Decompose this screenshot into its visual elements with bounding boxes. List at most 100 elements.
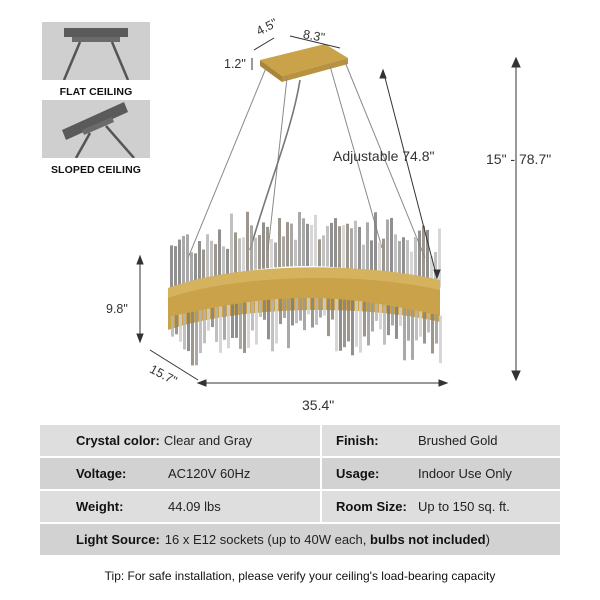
crystal-rod [219,306,222,353]
crystal-rod [390,217,393,276]
spec-row: Crystal color: Clear and Gray Finish: Br… [40,425,560,456]
light-source-end: ) [485,532,490,547]
crystal-rod [346,223,349,269]
crystal-rod [310,224,313,267]
crystal-rod [171,316,174,337]
crystal-rod [175,315,178,335]
crystal-rod [323,298,326,316]
crystal-rod [363,301,366,337]
crystal-rod [382,238,385,275]
crystal-rod [367,302,370,346]
crystal-rod [374,212,377,273]
crystal-rod [303,298,306,331]
crystal-rod [306,223,309,267]
crystal-rod [206,234,209,280]
crystal-rod [391,306,394,326]
crystal-rod [250,225,253,271]
flat-ceiling-option: FLAT CEILING [42,22,150,98]
crystal-rod [255,301,258,345]
crystal-rod [266,226,269,269]
crystal-rod [327,298,330,337]
crystal-rod [279,298,282,325]
crystal-rod [283,298,286,318]
sloped-ceiling-label: SLOPED CEILING [50,164,142,176]
crystal-rod [191,311,194,366]
crystal-rod [271,299,274,352]
crystal-rod [379,304,382,330]
crystal-rod [347,300,350,342]
crystal-rod [354,220,357,270]
crystal-rod [315,298,318,325]
crystal-rod [406,240,409,280]
crystal-rod [358,226,361,271]
crystal-rod [438,228,441,288]
crystal-rod [258,235,261,270]
crystal-rod [431,313,434,354]
crystal-rod [322,235,325,267]
crystal-rod [238,238,241,273]
body-width-label: 35.4" [302,397,335,413]
spec-label: Weight: [76,499,124,514]
spec-value: Brushed Gold [418,433,498,448]
crystal-rod [203,309,206,344]
crystal-rod [386,219,389,276]
canopy [260,44,348,76]
overall-height-label: 15" - 78.7" [486,151,552,167]
crystal-rod [230,213,233,274]
spec-label: Finish: [336,433,379,448]
crystal-rod [275,299,278,344]
crystal-rod [202,249,205,280]
chandelier-diagram: 4.5" 8.3" 1.2" Adjustable 74.8" 15" - 78… [106,16,552,413]
crystal-rod [286,222,289,267]
crystal-rod [394,234,397,277]
crystal-rod [282,236,285,267]
crystal-rod [434,251,437,287]
sloped-ceiling-option: SLOPED CEILING [42,100,150,176]
crystal-rod [178,239,181,286]
spec-label: Voltage: [76,466,127,481]
crystal-rod [231,304,234,338]
spec-table: Crystal color: Clear and Gray Finish: Br… [40,425,560,555]
crystal-rod [318,239,321,267]
crystal-rod [350,228,353,269]
crystal-rod [195,311,198,366]
crystal-rod [338,226,341,268]
crystal-rod [263,300,266,320]
crystal-rod [331,298,334,320]
crystal-rod [319,298,322,318]
installation-tip: Tip: For safe installation, please verif… [104,569,496,583]
crystal-rod [270,239,273,268]
crystal-rod [435,314,438,344]
crystal-rod [383,304,386,345]
crystal-rod [335,299,338,352]
crystal-rod [235,303,238,338]
crystal-rod [415,310,418,341]
crystal-rod [223,305,226,340]
crystal-rod [186,234,189,284]
crystal-rod [267,299,270,340]
crystal-rod [278,217,281,268]
light-source-row: Light Source: 16 x E12 sockets (up to 40… [40,524,560,555]
crystal-rod [239,303,242,349]
crystal-rod [351,300,354,356]
crystal-rod [210,240,213,279]
sloped-ceiling-icon [42,100,150,158]
spec-label: Room Size: [336,499,407,514]
crystal-rod [214,244,217,278]
spec-value: Indoor Use Only [418,466,512,481]
crystal-rod [326,225,329,267]
light-source-label: Light Source: [76,532,160,547]
crystal-rod [395,306,398,339]
crystal-rod [247,302,250,348]
crystal-rod [298,212,301,267]
spec-row: Voltage: AC120V 60Hz Usage: Indoor Use O… [40,458,560,489]
crystal-rod [259,300,262,317]
crystal-rod [387,305,390,336]
spec-value: AC120V 60Hz [168,466,251,481]
crystal-rod [407,309,410,341]
spec-value: 44.09 lbs [168,499,221,514]
spec-label: Crystal color: [76,433,160,448]
crystal-rod [227,305,230,349]
crystal-rod [274,242,277,268]
crystal-rod [295,298,298,324]
